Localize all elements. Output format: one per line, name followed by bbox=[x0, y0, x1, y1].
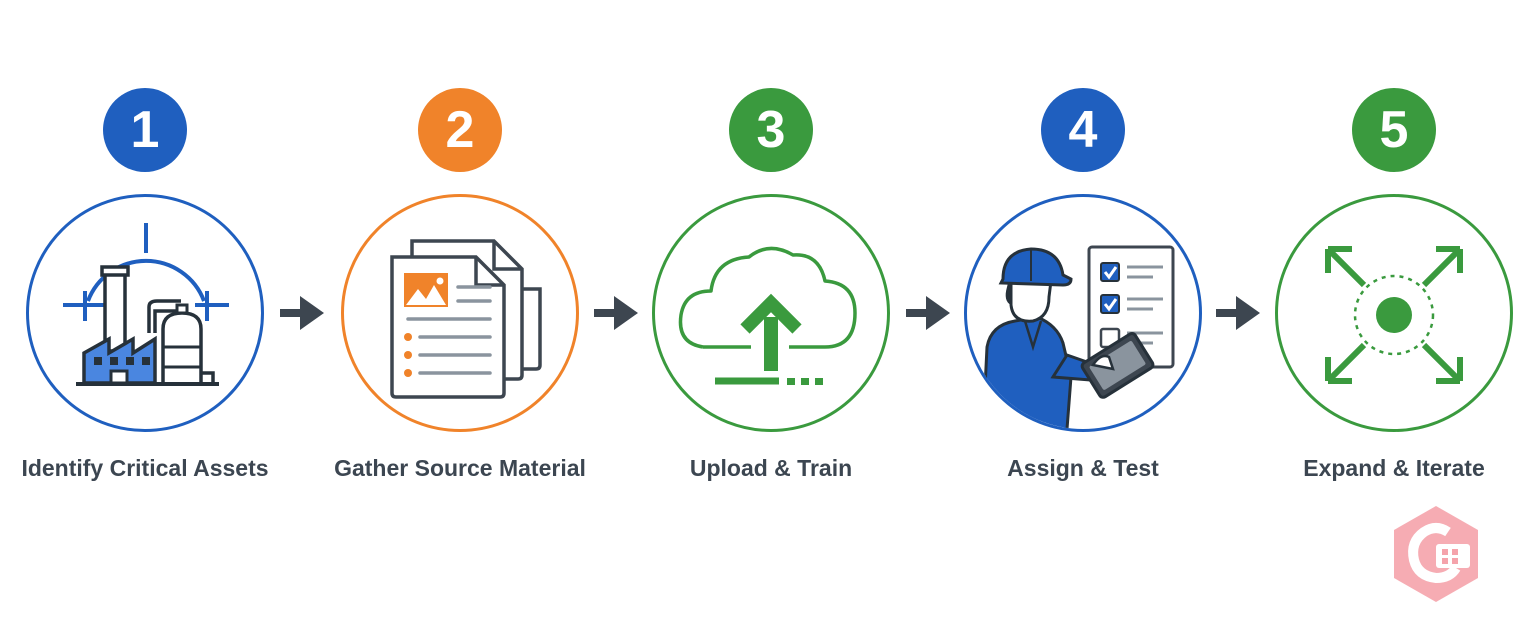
step-2: 2 Gather Source Material bbox=[310, 0, 610, 520]
step-1-label: Identify Critical Assets bbox=[21, 455, 269, 481]
step-4-number-badge: 4 bbox=[1041, 88, 1125, 172]
arrow-right-icon bbox=[280, 296, 324, 330]
step-5-label: Expand & Iterate bbox=[1303, 455, 1485, 481]
step-5: 5 Expand & Iterate bbox=[1244, 0, 1536, 520]
step-3-label: Upload & Train bbox=[689, 455, 853, 481]
step-5-number-badge: 5 bbox=[1352, 88, 1436, 172]
arrow-right-icon bbox=[594, 296, 638, 330]
step-3-icon-ring bbox=[652, 194, 890, 432]
step-3-number-badge: 3 bbox=[729, 88, 813, 172]
expand-arrows-icon bbox=[1325, 246, 1463, 384]
arrow-right-icon bbox=[906, 296, 950, 330]
step-1-icon-ring bbox=[26, 194, 264, 432]
step-4-label: Assign & Test bbox=[1007, 455, 1159, 481]
step-5-icon-ring bbox=[1275, 194, 1513, 432]
step-3: 3 Upload & Train bbox=[621, 0, 921, 520]
step-1-number-badge: 1 bbox=[103, 88, 187, 172]
cloud-upload-icon bbox=[678, 246, 857, 385]
step-4: 4 bbox=[933, 0, 1233, 520]
factory-target-icon bbox=[63, 223, 229, 386]
arrow-right-icon bbox=[1216, 296, 1260, 330]
step-2-icon-ring bbox=[341, 194, 579, 432]
watermark-logo-icon bbox=[1394, 506, 1478, 602]
step-2-label: Gather Source Material bbox=[334, 455, 586, 481]
step-1: 1 bbox=[0, 0, 295, 520]
step-4-icon-ring bbox=[964, 194, 1202, 432]
step-2-number-badge: 2 bbox=[418, 88, 502, 172]
documents-icon bbox=[390, 239, 542, 399]
worker-checklist-icon bbox=[981, 245, 1175, 429]
